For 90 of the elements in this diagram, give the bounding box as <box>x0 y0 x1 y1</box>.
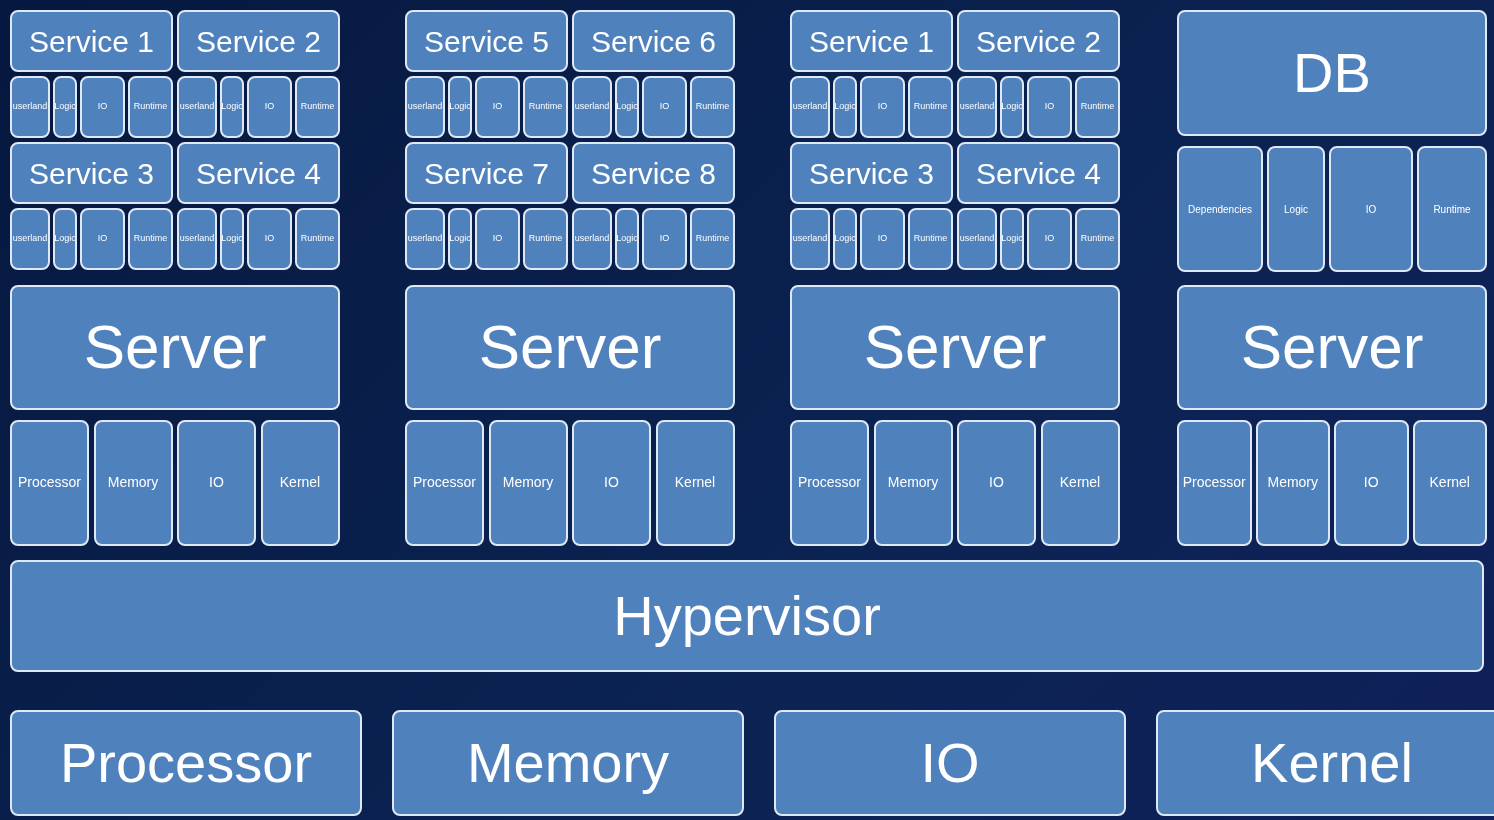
module-block: userland <box>572 208 612 270</box>
resource-block: Processor <box>10 420 89 546</box>
hardware-block: IO <box>774 710 1126 816</box>
module-block: IO <box>247 76 292 138</box>
resource-block: IO <box>957 420 1036 546</box>
module-block: Logic <box>1267 146 1325 272</box>
service-block: Service 2 <box>957 10 1120 72</box>
module-block: userland <box>957 208 997 270</box>
module-block: IO <box>1329 146 1413 272</box>
module-block: Logic <box>833 76 857 138</box>
module-block: userland <box>177 208 217 270</box>
service-block: Service 8 <box>572 142 735 204</box>
module-block: Runtime <box>1417 146 1487 272</box>
module-block: IO <box>860 76 905 138</box>
module-block: userland <box>790 76 830 138</box>
resource-block: Kernel <box>1040 420 1120 546</box>
resource-block: Memory <box>93 420 173 546</box>
resource-block: Processor <box>1177 420 1252 546</box>
resource-block: Processor <box>790 420 869 546</box>
module-block: Runtime <box>523 208 568 270</box>
module-block: Logic <box>1000 76 1024 138</box>
module-block: Runtime <box>690 208 735 270</box>
module-block: Runtime <box>128 208 173 270</box>
service-block: Service 1 <box>790 10 953 72</box>
service-block: Service 2 <box>177 10 340 72</box>
module-block: Runtime <box>1075 208 1120 270</box>
resource-block: IO <box>1334 420 1409 546</box>
module-block: Logic <box>615 76 639 138</box>
hardware-block: Memory <box>392 710 744 816</box>
module-block: IO <box>642 208 687 270</box>
module-block: Runtime <box>523 76 568 138</box>
module-block: IO <box>475 76 520 138</box>
resource-block: Memory <box>1255 420 1330 546</box>
module-block: Runtime <box>908 76 953 138</box>
resource-block: Memory <box>873 420 953 546</box>
module-block: Runtime <box>690 76 735 138</box>
module-block: Logic <box>1000 208 1024 270</box>
service-block: Service 7 <box>405 142 568 204</box>
module-block: Logic <box>448 76 472 138</box>
module-block: Logic <box>615 208 639 270</box>
module-block: Runtime <box>295 76 340 138</box>
service-block: Service 4 <box>177 142 340 204</box>
module-block: userland <box>177 76 217 138</box>
module-block: IO <box>80 76 125 138</box>
resource-block: IO <box>572 420 651 546</box>
module-block: IO <box>475 208 520 270</box>
module-block: Logic <box>833 208 857 270</box>
resource-block: IO <box>177 420 256 546</box>
server-block: Server <box>405 285 735 410</box>
module-block: Logic <box>220 76 244 138</box>
resource-block: Kernel <box>655 420 735 546</box>
module-block: Runtime <box>908 208 953 270</box>
service-block: Service 3 <box>790 142 953 204</box>
module-block: userland <box>405 208 445 270</box>
service-block: Service 6 <box>572 10 735 72</box>
module-block: userland <box>957 76 997 138</box>
module-block: Dependencies <box>1177 146 1263 272</box>
server-block: Server <box>10 285 340 410</box>
module-block: userland <box>10 76 50 138</box>
module-block: Runtime <box>1075 76 1120 138</box>
resource-block: Kernel <box>1412 420 1487 546</box>
module-block: IO <box>860 208 905 270</box>
service-block: Service 4 <box>957 142 1120 204</box>
module-block: IO <box>642 76 687 138</box>
resource-block: Kernel <box>260 420 340 546</box>
module-block: userland <box>790 208 830 270</box>
module-block: Logic <box>53 208 77 270</box>
service-block: Service 1 <box>10 10 173 72</box>
module-block: Runtime <box>128 76 173 138</box>
module-block: IO <box>1027 76 1072 138</box>
module-block: userland <box>10 208 50 270</box>
module-block: Runtime <box>295 208 340 270</box>
service-block: Service 3 <box>10 142 173 204</box>
resource-block: Memory <box>488 420 568 546</box>
service-block: Service 5 <box>405 10 568 72</box>
resource-block: Processor <box>405 420 484 546</box>
server-block: Server <box>1177 285 1487 410</box>
hardware-block: Processor <box>10 710 362 816</box>
server-block: Server <box>790 285 1120 410</box>
module-block: IO <box>247 208 292 270</box>
module-block: Logic <box>220 208 244 270</box>
database-block: DB <box>1177 10 1487 136</box>
hypervisor-block: Hypervisor <box>10 560 1484 672</box>
module-block: IO <box>80 208 125 270</box>
module-block: Logic <box>53 76 77 138</box>
module-block: Logic <box>448 208 472 270</box>
module-block: userland <box>572 76 612 138</box>
module-block: IO <box>1027 208 1072 270</box>
hardware-block: Kernel <box>1156 710 1494 816</box>
module-block: userland <box>405 76 445 138</box>
